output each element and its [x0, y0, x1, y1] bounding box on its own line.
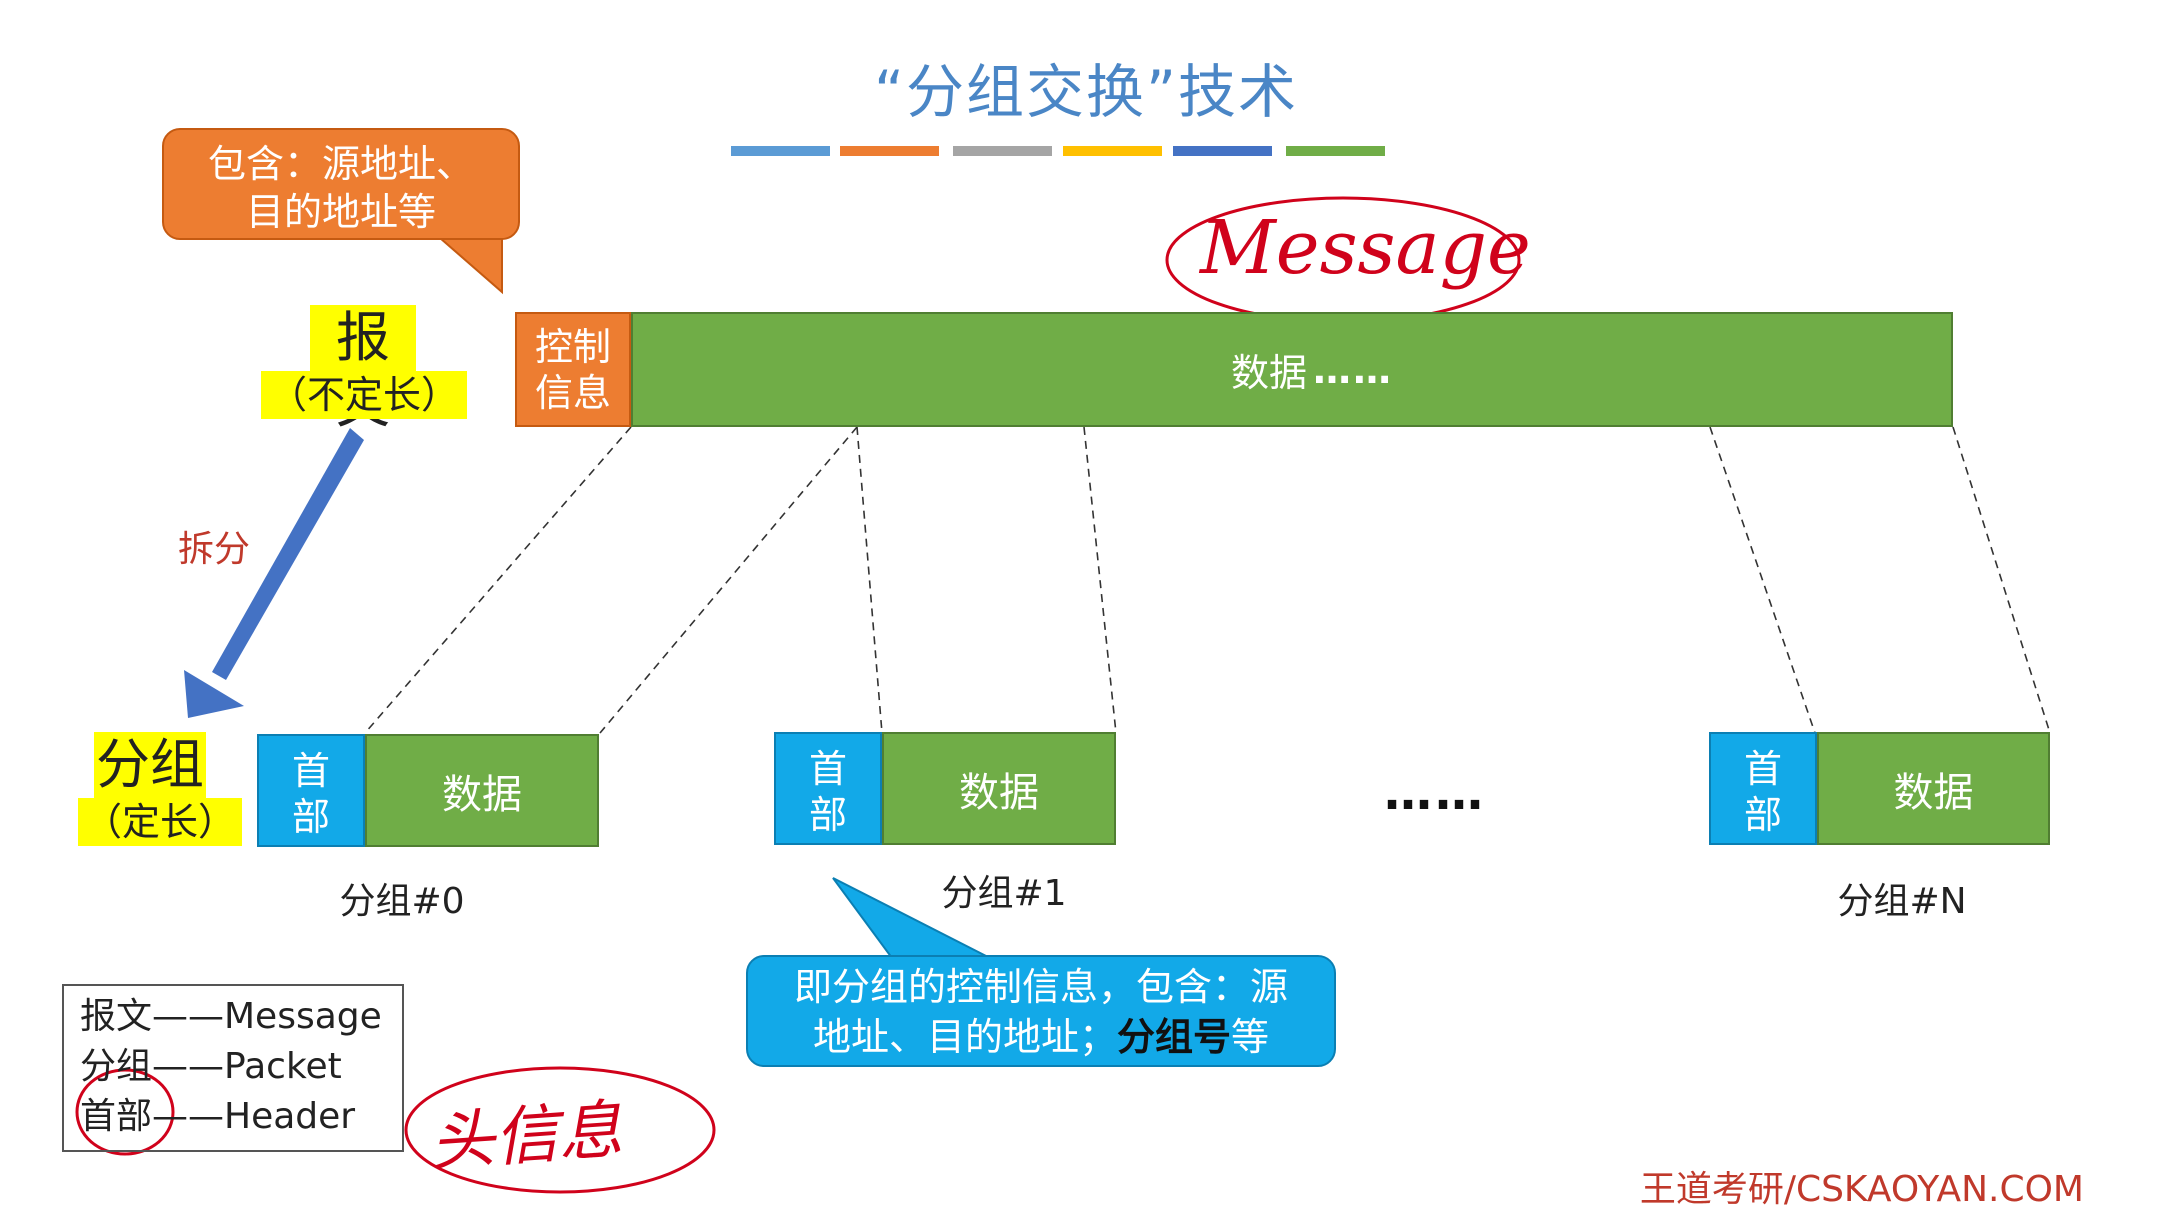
- packet-sublabel: （定长）: [78, 798, 242, 846]
- message-ctrl-line2: 信息: [534, 371, 611, 415]
- legend-item-packet: 分组——Packet: [80, 1046, 342, 1087]
- split-arrow-icon: [184, 428, 364, 718]
- packet-0-data: 数据: [365, 734, 599, 847]
- callout-bottom-line1: 即分组的控制信息，包含：源: [793, 965, 1288, 1009]
- packet-1-hdr-line2: 部: [808, 793, 847, 837]
- packet-1-data: 数据: [882, 732, 1116, 845]
- title-bar-5: [1173, 146, 1272, 156]
- legend-item-message: 报文——Message: [80, 996, 382, 1037]
- footer-brand: 王道考研/CSKAOYAN.COM: [1639, 1169, 2084, 1210]
- split-label: 拆分: [178, 529, 251, 570]
- projection-lines: [364, 426, 2051, 734]
- packet-n-data: 数据: [1817, 732, 2050, 845]
- packet-0-hdr-line2: 部: [291, 795, 330, 839]
- packet-1-header: 首 部: [774, 732, 882, 845]
- packet-0-hdr-line1: 首: [291, 749, 330, 793]
- callout-bottom-line2-bold: 分组号: [1116, 1015, 1231, 1059]
- title-bar-4: [1063, 146, 1162, 156]
- packet-1-name: 分组#1: [941, 873, 1067, 914]
- callout-bottom-line2-pre: 地址、目的地址；: [812, 1015, 1117, 1059]
- header-ink-circle: [75, 1068, 175, 1156]
- packet-n-hdr-line1: 首: [1743, 747, 1782, 791]
- message-label: 报文: [310, 305, 416, 435]
- legend-item-header: 首部——Header: [80, 1096, 356, 1137]
- handwritten-header-note: 头信息: [428, 1093, 625, 1181]
- callout-top-tail: [437, 237, 503, 295]
- message-data-text: 数据: [1230, 351, 1307, 395]
- packet-1-hdr-line1: 首: [808, 747, 847, 791]
- packet-n-hdr-line2: 部: [1743, 793, 1782, 837]
- packet-n-header: 首 部: [1709, 732, 1817, 845]
- packets-ellipsis: ……: [1384, 765, 1486, 821]
- callout-bottom-line2: 地址、目的地址；分组号等: [748, 1012, 1334, 1062]
- message-data-dots: ……: [1313, 347, 1393, 392]
- message-ctrl-line1: 控制: [534, 325, 611, 369]
- title-bar-3: [953, 146, 1052, 156]
- packet-label: 分组: [94, 732, 206, 798]
- callout-bottom: 即分组的控制信息，包含：源 地址、目的地址；分组号等: [746, 955, 1336, 1067]
- packet-0-header: 首 部: [257, 734, 365, 847]
- packet-0-name: 分组#0: [339, 881, 465, 922]
- message-data: 数据 ……: [631, 312, 1953, 427]
- page-title: “分组交换”技术: [873, 58, 1299, 126]
- title-bar-1: [731, 146, 830, 156]
- callout-bottom-line2-post: 等: [1231, 1015, 1270, 1059]
- packet-n-name: 分组#N: [1837, 881, 1967, 922]
- title-bar-6: [1286, 146, 1385, 156]
- callout-top: 包含：源地址、 目的地址等: [162, 128, 520, 240]
- callout-top-line2: 目的地址等: [245, 190, 436, 234]
- handwritten-message: Message: [1200, 205, 1531, 291]
- note-ink-ellipse: [404, 1066, 716, 1194]
- message-control-info: 控制 信息: [515, 312, 631, 427]
- callout-top-line1: 包含：源地址、: [207, 142, 474, 186]
- title-bar-2: [840, 146, 939, 156]
- legend-box: 报文——Message 分组——Packet 首部——Header: [62, 984, 404, 1152]
- message-sublabel: （不定长）: [261, 371, 467, 419]
